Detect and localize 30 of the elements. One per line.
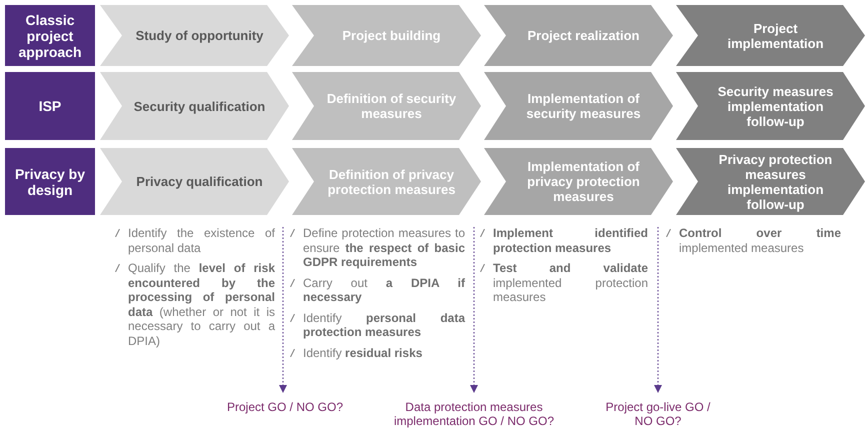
phase-band: Project implementation bbox=[676, 5, 865, 66]
phase-band: Implementation of privacy protection measures bbox=[484, 148, 673, 215]
phase-band: Project building bbox=[292, 5, 481, 66]
dotted-arrow bbox=[654, 226, 662, 393]
dotted-arrow bbox=[279, 226, 287, 393]
decision-label: Project go-live GO / NO GO? bbox=[603, 392, 713, 432]
bullet-text: Define protection measures to ensure the respect of basic GDPR requirements bbox=[303, 226, 465, 270]
bullet-text: Carry out a DPIA if necessary bbox=[303, 276, 465, 304]
decision-label: Project GO / NO GO? bbox=[200, 392, 370, 432]
bullet-text: Identify personal data protection measures bbox=[303, 310, 465, 340]
row-header: Privacy by design bbox=[5, 148, 95, 215]
phase-band: Security measures implementation follow-up bbox=[676, 72, 865, 140]
bullet-text: Implement identified protection measures bbox=[493, 226, 648, 255]
phase-band: Project realization bbox=[484, 5, 673, 66]
phase-band: Privacy qualification bbox=[100, 148, 289, 215]
bullet-text: Identify the existence of personal data bbox=[128, 226, 275, 255]
decision-label: Data protection measures implementation GO / NO GO? bbox=[384, 392, 564, 432]
dotted-arrow bbox=[470, 226, 478, 393]
row-header: Classic project approach bbox=[5, 5, 95, 66]
phase-band: Privacy protection measures implementation follow-up bbox=[676, 148, 865, 215]
row-header: ISP bbox=[5, 72, 95, 140]
phase-band: Security qualification bbox=[100, 72, 289, 140]
phase-band: Definition of privacy protection measures bbox=[292, 148, 481, 215]
bullet-text: Control over time implemented measures bbox=[679, 226, 841, 255]
bullet-text: Identify residual risks bbox=[303, 346, 424, 360]
phase-band: Definition of security measures bbox=[292, 72, 481, 140]
bullet-text: Test and validate implemented protection measures bbox=[493, 261, 648, 304]
phase-band: Implementation of security measures bbox=[484, 72, 673, 140]
bullet-text: Qualify the level of risk encountered by the processing of personal data (whether or not it is necessary to carry out a DPIA) bbox=[128, 261, 275, 348]
phase-band: Study of opportunity bbox=[100, 5, 289, 66]
